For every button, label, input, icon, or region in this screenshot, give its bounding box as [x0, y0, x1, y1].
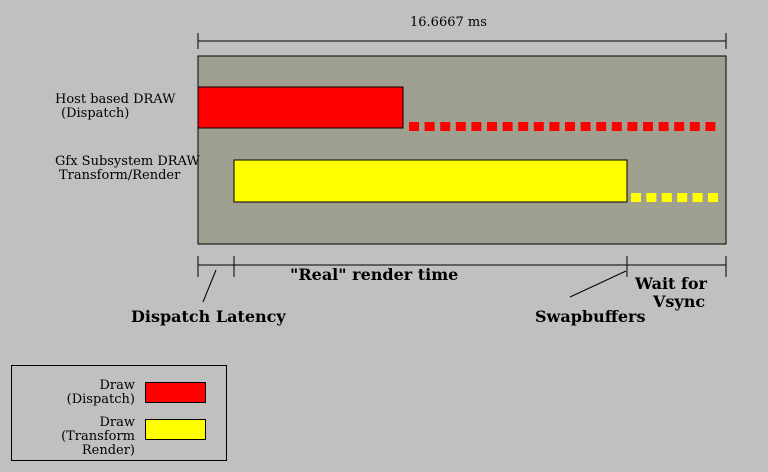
- wait-for-vsync-line1: Wait for: [635, 274, 707, 293]
- dispatch-idle-dash: [409, 122, 419, 131]
- dispatch-idle-dash: [658, 122, 669, 131]
- frame-time-label: 16.6667 ms: [410, 15, 487, 30]
- render-idle-dash: [631, 193, 641, 202]
- legend-render-line2: (Transform Render): [61, 429, 135, 458]
- dispatch-idle-dash: [643, 122, 653, 131]
- dispatch-idle-dash: [533, 122, 544, 131]
- dispatch-idle-dash: [471, 122, 482, 131]
- timeline-panel: [197, 55, 727, 245]
- swapbuffers-label: Swapbuffers: [535, 307, 646, 326]
- dispatch-idle-dash: [502, 122, 513, 131]
- legend-label-dispatch: Draw (Dispatch): [67, 379, 135, 407]
- dispatch-idle-dash: [596, 122, 607, 131]
- dispatch-idle-dash: [689, 122, 700, 131]
- legend-label-render: Draw (Transform Render): [12, 416, 135, 458]
- dispatch-idle-dash: [455, 122, 466, 131]
- render-idle-dash: [661, 193, 672, 202]
- legend-swatch-dispatch: [145, 382, 206, 403]
- wait-for-vsync-label: Wait for Vsync: [635, 275, 707, 311]
- render-idle-dash: [677, 193, 688, 202]
- dispatch-idle-dash: [565, 122, 575, 131]
- dispatch-idle-dash: [518, 122, 529, 131]
- row-gfx-label: Gfx Subsystem DRAW Transform/Render: [55, 155, 200, 183]
- dispatch-idle-dash: [424, 122, 435, 131]
- dispatch-idle-dash: [549, 122, 560, 131]
- dispatch-idle-dash: [611, 122, 622, 131]
- dispatch-idle-dash: [674, 122, 685, 131]
- real-render-time-label: "Real" render time: [290, 265, 459, 284]
- dispatch-idle-dash: [705, 122, 716, 131]
- legend-dispatch-line1: Draw: [99, 378, 135, 393]
- dispatch-idle-dashes: [409, 122, 716, 131]
- row-gfx-label-line1: Gfx Subsystem DRAW: [55, 154, 200, 169]
- row-host-label-line1: Host based DRAW: [55, 92, 176, 107]
- row-host-label-line2: (Dispatch): [61, 106, 130, 121]
- legend: Draw (Dispatch) Draw (Transform Render): [11, 365, 227, 461]
- dispatch-latency-pointer: [202, 269, 217, 303]
- row-host-label: Host based DRAW (Dispatch): [55, 93, 176, 121]
- swapbuffers-pointer: [569, 270, 627, 298]
- wait-for-vsync-line2: Vsync: [653, 292, 706, 311]
- render-idle-dash: [646, 193, 657, 202]
- render-idle-dash: [692, 193, 703, 202]
- dispatch-latency-label: Dispatch Latency: [131, 307, 286, 326]
- legend-render-line1: Draw: [99, 415, 135, 430]
- render-idle-dash: [708, 193, 718, 202]
- dispatch-bar: [197, 86, 404, 129]
- legend-swatch-render: [145, 419, 206, 440]
- render-bar: [233, 159, 628, 203]
- dispatch-idle-dash: [487, 122, 497, 131]
- legend-dispatch-line2: (Dispatch): [66, 392, 135, 407]
- dispatch-idle-dash: [580, 122, 591, 131]
- render-idle-dashes: [631, 193, 718, 202]
- dispatch-idle-dash: [627, 122, 638, 131]
- row-gfx-label-line2: Transform/Render: [59, 168, 181, 183]
- dispatch-idle-dash: [440, 122, 451, 131]
